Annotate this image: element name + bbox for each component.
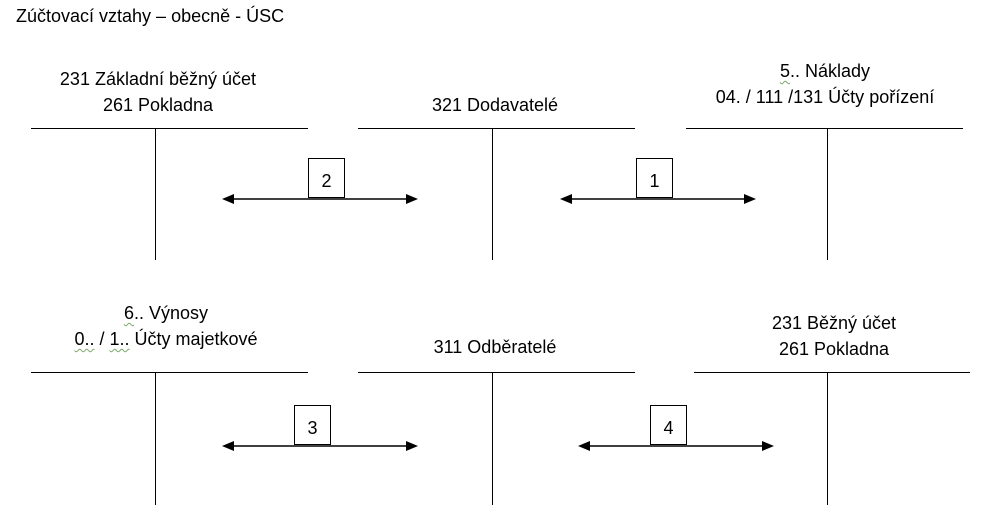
account-name-secondary: 0.. / 1.. Účty majetkové xyxy=(74,329,258,349)
relation-number-box: 4 xyxy=(650,405,687,445)
double-arrow-relation-4 xyxy=(578,441,774,451)
account-name: 321 Dodavatelé xyxy=(431,95,559,115)
account-top-left-label: 231 Základní běžný účet 261 Pokladna xyxy=(38,66,278,118)
account-name-secondary: 261 Pokladna xyxy=(778,339,890,359)
account-name-secondary: 261 Pokladna xyxy=(102,95,214,115)
double-arrow-relation-1 xyxy=(560,194,756,204)
account-name-secondary: 04. / 111 /131 Účty pořízení xyxy=(715,87,935,107)
relation-number-box: 1 xyxy=(636,158,673,198)
t-account-bottom-left-hline xyxy=(31,372,308,373)
t-account-top-right-hline xyxy=(686,128,963,129)
account-bottom-left-label: 6.. Výnosy 0.. / 1.. Účty majetkové xyxy=(36,300,296,352)
t-account-bottom-left-vline xyxy=(155,373,156,505)
relation-number-box: 2 xyxy=(308,158,345,198)
t-account-bottom-right-hline xyxy=(694,372,970,373)
t-account-bottom-middle-vline xyxy=(492,373,493,505)
double-arrow-relation-3 xyxy=(222,441,418,451)
t-account-top-right-vline xyxy=(827,129,828,260)
t-account-top-left-vline xyxy=(155,129,156,260)
page-title: Zúčtovací vztahy – obecně - ÚSC xyxy=(16,6,285,26)
account-top-right-label: 5.. Náklady 04. / 111 /131 Účty pořízení xyxy=(680,58,970,110)
account-top-middle-label: 321 Dodavatelé xyxy=(380,92,610,118)
double-arrow-relation-2 xyxy=(222,194,418,204)
relation-number-box: 3 xyxy=(294,405,331,445)
account-bottom-middle-label: 311 Odběratelé xyxy=(380,334,610,360)
t-account-bottom-right-vline xyxy=(827,373,828,505)
account-bottom-right-label: 231 Běžný účet 261 Pokladna xyxy=(716,310,952,362)
account-name: 5.. Náklady xyxy=(779,61,871,81)
account-name: 311 Odběratelé xyxy=(433,337,557,357)
account-name: 231 Základní běžný účet xyxy=(59,69,257,89)
account-name: 6.. Výnosy xyxy=(123,303,209,323)
t-account-top-middle-vline xyxy=(492,129,493,260)
t-account-top-left-hline xyxy=(31,128,308,129)
t-account-top-middle-hline xyxy=(358,128,635,129)
t-account-bottom-middle-hline xyxy=(358,372,635,373)
account-name: 231 Běžný účet xyxy=(771,313,897,333)
